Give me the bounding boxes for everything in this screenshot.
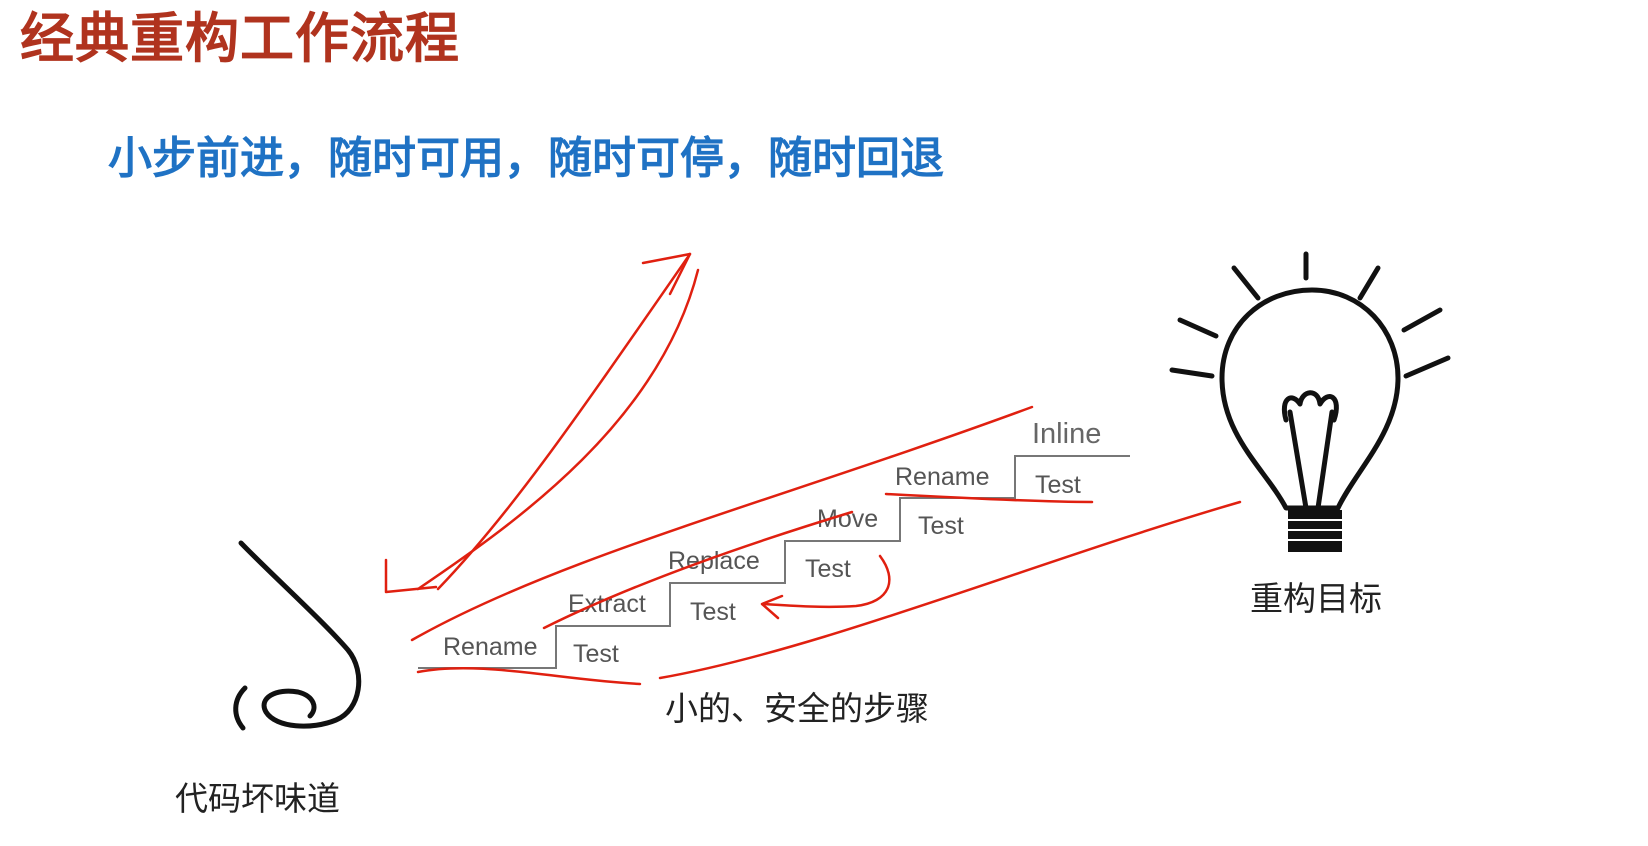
slide-subtitle: 小步前进，随时可用，随时可停，随时回退	[108, 133, 944, 184]
step-label-rename-1: Rename	[443, 633, 538, 661]
red-annotations	[384, 252, 1242, 686]
caption-goal: 重构目标	[1250, 579, 1382, 618]
staircase	[418, 455, 1130, 669]
step-label-test-5: Test	[1035, 471, 1081, 499]
lightbulb-icon	[1169, 251, 1451, 511]
step-label-test-2: Test	[690, 598, 736, 626]
step-label-test-4: Test	[918, 512, 964, 540]
lightbulb-base	[1288, 510, 1342, 552]
caption-code-smell: 代码坏味道	[175, 779, 340, 818]
step-label-extract: Extract	[568, 590, 646, 618]
slide-title: 经典重构工作流程	[20, 7, 460, 70]
nose-icon	[233, 540, 362, 731]
caption-small-steps: 小的、安全的步骤	[665, 689, 929, 728]
step-label-rename-2: Rename	[895, 463, 990, 491]
step-label-test-3: Test	[805, 555, 851, 583]
step-label-replace: Replace	[668, 547, 760, 575]
step-label-test-1: Test	[573, 640, 619, 668]
step-label-inline: Inline	[1032, 418, 1101, 450]
